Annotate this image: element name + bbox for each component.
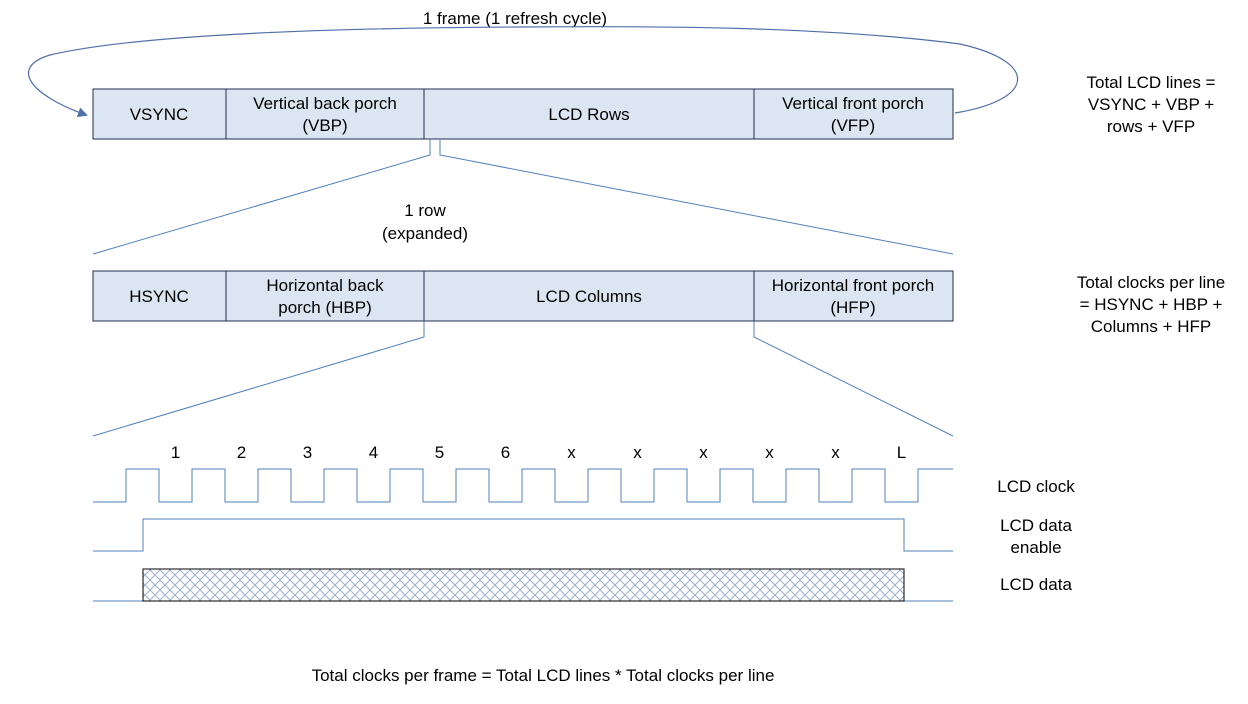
- total-lcd-lines-note: Total LCD lines = VSYNC + VBP + rows + V…: [1087, 73, 1216, 136]
- line-row: HSYNC Horizontal back porch (HBP) LCD Co…: [92, 270, 954, 322]
- lcd-data-valid-region: [142, 568, 905, 602]
- hfp-label-line1: Horizontal front porch: [772, 276, 935, 295]
- row-expansion-lines: [92, 139, 954, 255]
- clock-label: L: [897, 443, 906, 462]
- row-expanded-label-line1: 1 row: [404, 201, 446, 220]
- vbp-label-line1: Vertical back porch: [253, 94, 397, 113]
- lcd-clock-waveform: [93, 468, 953, 503]
- lcd-rows-box: [423, 88, 755, 140]
- lcd-data-enable-waveform: [93, 518, 953, 552]
- total-clocks-line3: Columns + HFP: [1091, 317, 1211, 336]
- frame-loop-arrow: [28, 26, 1019, 117]
- vfp-label-line1: Vertical front porch: [782, 94, 924, 113]
- hsync-label: HSYNC: [129, 287, 189, 306]
- clock-label: 1: [171, 443, 180, 462]
- vsync-label: VSYNC: [130, 105, 189, 124]
- hbp-label-line1: Horizontal back: [266, 276, 384, 295]
- total-lcd-lines-line1: Total LCD lines =: [1087, 73, 1216, 92]
- vfp-box: [753, 88, 954, 140]
- hfp-label-line2: (HFP): [830, 298, 875, 317]
- hbp-label-line2: porch (HBP): [278, 298, 372, 317]
- clock-labels: 1 2 3 4 5 6 x x x x x L: [171, 443, 906, 462]
- footer-formula: Total clocks per frame = Total LCD lines…: [312, 666, 775, 685]
- clock-label: 6: [501, 443, 510, 462]
- vfp-label-line2: (VFP): [831, 116, 875, 135]
- row-expanded-label-line2: (expanded): [382, 224, 468, 243]
- clock-label: x: [765, 443, 774, 462]
- lcd-data-enable-label-line2: enable: [1010, 538, 1061, 557]
- clock-label: x: [699, 443, 708, 462]
- clock-label: x: [831, 443, 840, 462]
- clock-label: 5: [435, 443, 444, 462]
- clock-label: x: [633, 443, 642, 462]
- lcd-rows-label: LCD Rows: [548, 105, 629, 124]
- total-lcd-lines-line2: VSYNC + VBP +: [1088, 95, 1214, 114]
- lcd-columns-label: LCD Columns: [536, 287, 642, 306]
- frame-row: VSYNC Vertical back porch (VBP) LCD Rows…: [92, 88, 954, 140]
- total-clocks-line1: Total clocks per line: [1077, 273, 1225, 292]
- vbp-label-line2: (VBP): [302, 116, 347, 135]
- hbp-box: [225, 270, 425, 322]
- hfp-box: [753, 270, 954, 322]
- lcd-data-enable-label-line1: LCD data: [1000, 516, 1072, 535]
- lcd-data-label: LCD data: [1000, 575, 1072, 594]
- clock-label: 4: [369, 443, 378, 462]
- lcd-clock-label: LCD clock: [997, 477, 1075, 496]
- clock-label: x: [567, 443, 576, 462]
- total-clocks-per-line-note: Total clocks per line = HSYNC + HBP + Co…: [1077, 273, 1225, 336]
- total-clocks-line2: = HSYNC + HBP +: [1080, 295, 1223, 314]
- vbp-box: [225, 88, 425, 140]
- total-lcd-lines-line3: rows + VFP: [1107, 117, 1195, 136]
- frame-title: 1 frame (1 refresh cycle): [423, 9, 607, 28]
- clock-label: 3: [303, 443, 312, 462]
- clock-label: 2: [237, 443, 246, 462]
- columns-expansion-lines: [92, 321, 954, 437]
